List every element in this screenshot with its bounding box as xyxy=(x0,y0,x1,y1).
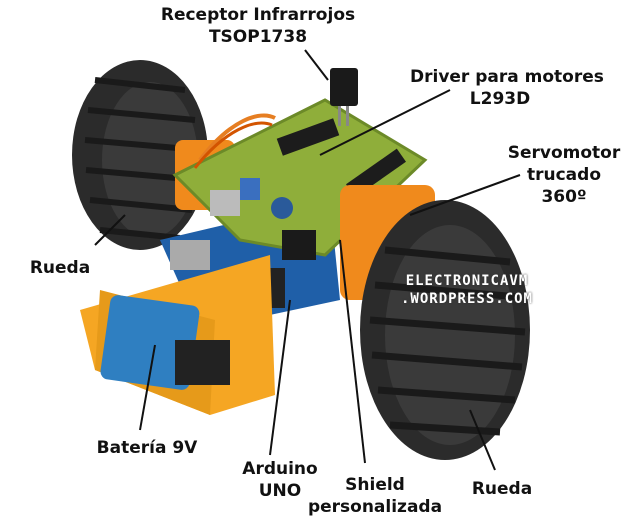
shield-line1: Shield xyxy=(345,475,405,495)
label-receptor: Receptor Infrarrojos TSOP1738 xyxy=(158,4,358,48)
battery-box xyxy=(80,255,275,415)
watermark: ELECTRONICAVM .WORDPRESS.COM xyxy=(397,272,537,308)
label-bateria: Batería 9V xyxy=(82,437,212,459)
label-shield: Shield personalizada xyxy=(300,474,450,518)
driver-line1: Driver para motores xyxy=(410,67,604,87)
left-wheel xyxy=(72,60,208,250)
rueda-right-text: Rueda xyxy=(471,479,533,499)
arduino-line1: Arduino xyxy=(242,459,318,479)
shield-line2: personalizada xyxy=(307,497,443,517)
servo-line1: Servomotor xyxy=(507,143,621,163)
receptor-line1: Receptor Infrarrojos xyxy=(160,5,356,25)
label-servo: Servomotor trucado 360º xyxy=(504,142,624,208)
watermark-line2: .WORDPRESS.COM xyxy=(400,291,533,307)
right-wheel xyxy=(360,200,530,460)
bateria-text: Batería 9V xyxy=(96,438,198,458)
servo-line3: 360º xyxy=(541,187,587,207)
rueda-left-text: Rueda xyxy=(29,258,91,278)
arduino-line2: UNO xyxy=(258,481,302,501)
servo-line2: trucado xyxy=(526,165,601,185)
label-driver: Driver para motores L293D xyxy=(410,66,604,110)
receptor-line2: TSOP1738 xyxy=(208,27,308,47)
label-rueda-right: Rueda xyxy=(462,478,542,500)
pointer-lines xyxy=(94,49,521,471)
watermark-line1: ELECTRONICAVM xyxy=(405,273,529,289)
label-rueda-left: Rueda xyxy=(20,257,100,279)
driver-line2: L293D xyxy=(469,89,531,109)
label-arduino: Arduino UNO xyxy=(230,458,330,502)
ir-receiver xyxy=(330,68,358,126)
